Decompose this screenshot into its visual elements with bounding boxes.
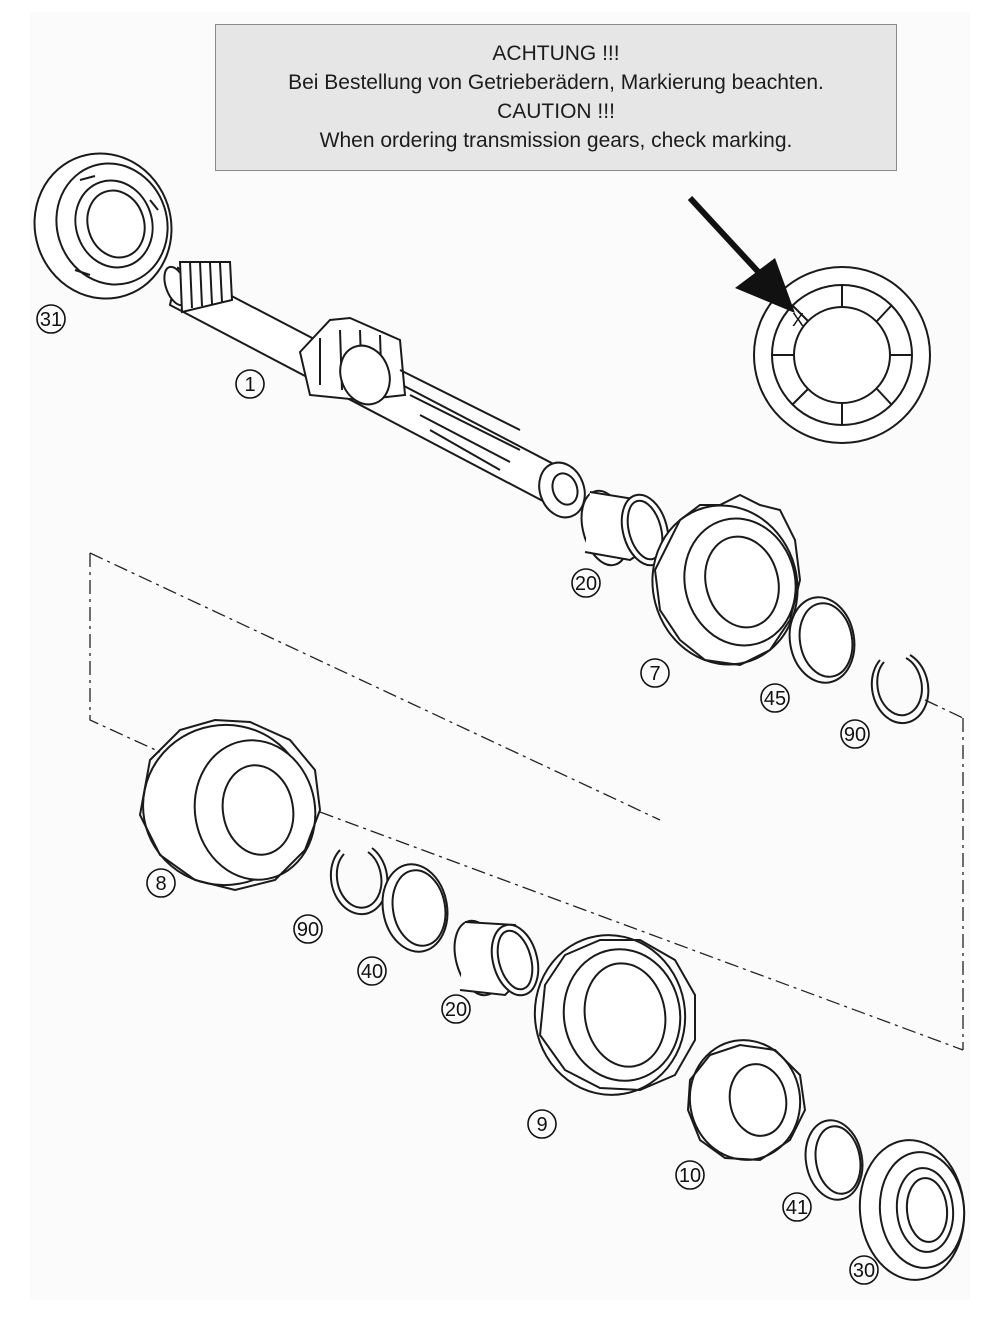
svg-text:30: 30 [853, 1260, 875, 1282]
ball-bearing-31 [33, 152, 173, 300]
notice-line-caution: CAUTION !!! [497, 100, 615, 123]
callout-41: 41 [782, 1192, 812, 1222]
assembly-boundary-bottom [319, 811, 964, 1051]
callout-1: 1 [235, 369, 265, 399]
assembly-boundary-top [89, 552, 661, 821]
notice-line-german: Bei Bestellung von Getrieberädern, Marki… [288, 71, 824, 94]
callout-45: 45 [760, 683, 790, 713]
gear-8 [138, 718, 322, 892]
svg-text:20: 20 [445, 999, 467, 1021]
callout-9: 9 [527, 1109, 557, 1139]
thrust-washer-40 [381, 863, 449, 953]
notice-line-english: When ordering transmission gears, check … [319, 129, 793, 152]
notice-line-achtung: ACHTUNG !!! [492, 42, 620, 65]
marking-symbol: X [792, 310, 804, 330]
callout-30: 30 [849, 1255, 879, 1285]
ball-bearing-30 [858, 1139, 966, 1281]
callouts: 31 1 20 7 45 90 8 90 [36, 304, 879, 1285]
gear-10 [686, 1039, 807, 1162]
svg-text:20: 20 [575, 573, 597, 595]
callout-20-lower: 20 [441, 994, 471, 1024]
thrust-washer-45 [788, 596, 856, 684]
svg-text:9: 9 [536, 1114, 547, 1136]
circlip-90-upper [870, 654, 930, 725]
callout-7: 7 [640, 658, 670, 688]
svg-text:7: 7 [649, 663, 660, 685]
callout-10: 10 [675, 1160, 705, 1190]
svg-text:90: 90 [297, 919, 319, 941]
callout-31: 31 [36, 304, 66, 334]
svg-text:90: 90 [844, 724, 866, 746]
svg-text:8: 8 [155, 873, 166, 895]
thrust-washer-41 [804, 1119, 864, 1201]
callout-90-upper: 90 [840, 719, 870, 749]
gear-9 [533, 934, 696, 1096]
callout-8: 8 [146, 868, 176, 898]
callout-40: 40 [357, 956, 387, 986]
callout-20-upper: 20 [571, 568, 601, 598]
svg-text:40: 40 [361, 961, 383, 983]
circlip-90-lower [329, 847, 389, 916]
svg-text:41: 41 [786, 1197, 808, 1219]
svg-text:31: 31 [40, 309, 62, 331]
caution-notice: ACHTUNG !!! Bei Bestellung von Getrieber… [215, 24, 897, 171]
main-shaft-1 [163, 261, 586, 519]
assembly-boundary-line [89, 553, 161, 753]
marking-arrow [687, 195, 795, 313]
gear-7 [651, 493, 802, 667]
needle-bushing-20-upper [580, 489, 670, 567]
assembly-boundary-top-right [924, 699, 964, 719]
svg-text:45: 45 [764, 688, 786, 710]
reference-gear-marking [753, 266, 931, 444]
callout-90-lower: 90 [293, 914, 323, 944]
svg-text:1: 1 [244, 374, 255, 396]
needle-bushing-20-lower [453, 919, 540, 997]
svg-text:10: 10 [679, 1165, 701, 1187]
